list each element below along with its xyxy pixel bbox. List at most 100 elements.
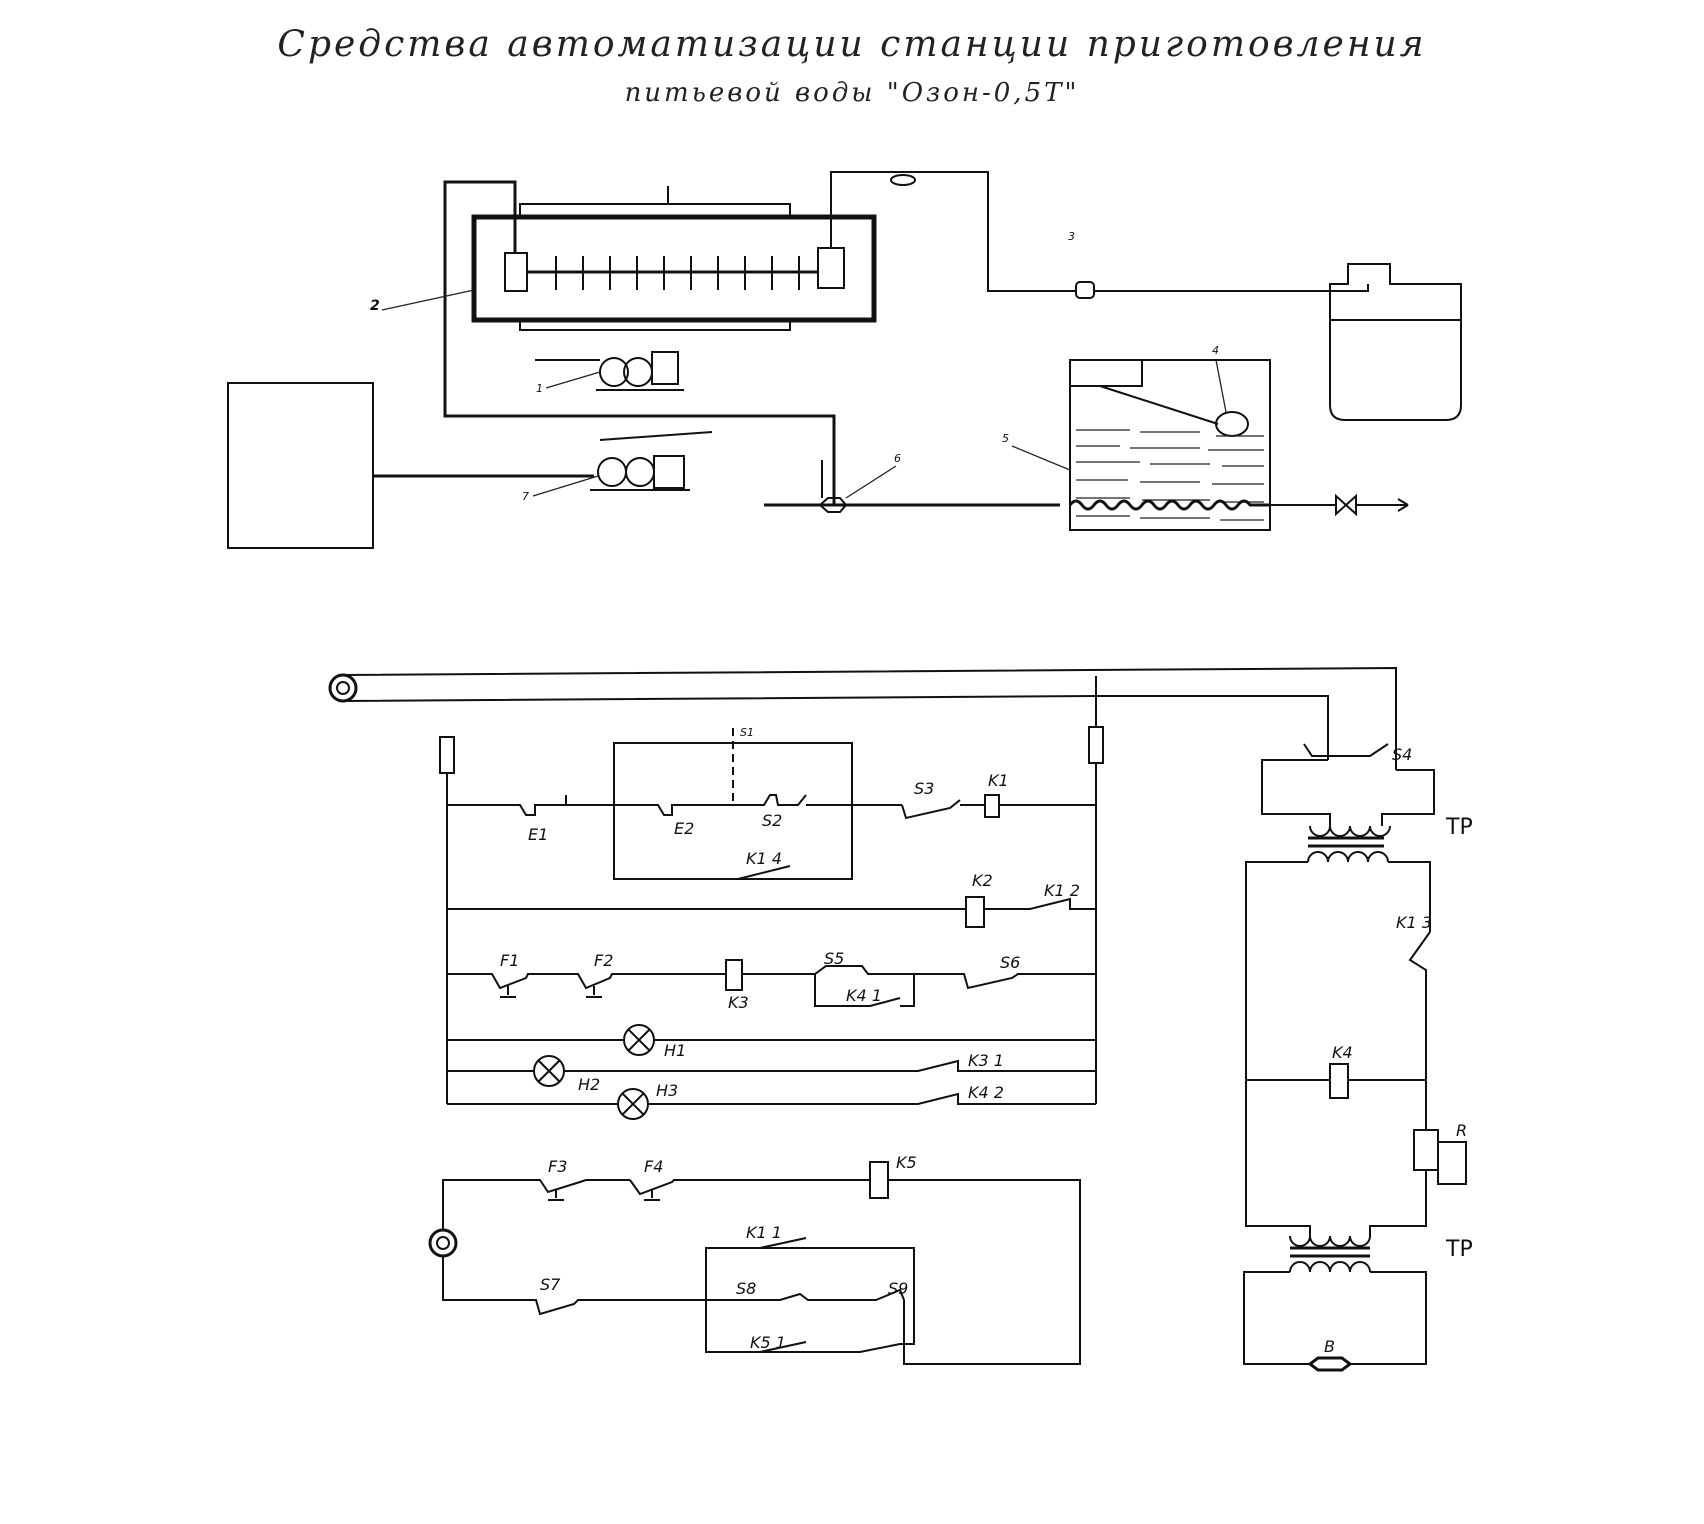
- label-s2: S2: [762, 811, 782, 830]
- label-k3: K3: [728, 993, 749, 1012]
- label-k14: K1 4: [746, 849, 782, 868]
- k5-return: [888, 1179, 1081, 1365]
- electrical-circuit: E1 E2 S2 S1 K1 4 S3 K1 K2 K1 2 F1 F2 K3 …: [328, 666, 1473, 1372]
- contact-k42: [648, 1092, 1096, 1105]
- button-s3: [901, 799, 961, 820]
- button-s2: [708, 794, 807, 806]
- relay-k1: [984, 794, 1000, 818]
- contact-e1: [447, 795, 567, 816]
- ejector-6: [818, 497, 848, 513]
- label-5: 5: [1002, 432, 1009, 445]
- heater-b: [1307, 1356, 1353, 1372]
- switch-s4: [1303, 743, 1389, 757]
- label-7: 7: [522, 490, 529, 503]
- float-4: [1215, 411, 1249, 437]
- label-h1: H1: [664, 1041, 686, 1060]
- label-k13: K1 3: [1396, 913, 1432, 932]
- label-tr2: TP: [1445, 1237, 1473, 1262]
- tr1-primary-coil: [1309, 825, 1391, 837]
- contact-f1: [447, 973, 550, 990]
- relay-k4-coil: [1329, 1063, 1349, 1099]
- label-f2: F2: [594, 951, 613, 970]
- tr1-primary-right: [1381, 769, 1435, 826]
- ozonator-housing: [471, 214, 877, 323]
- button-s6: [914, 973, 1096, 990]
- secondary-left-rail: [1245, 861, 1311, 1236]
- label-f3: F3: [548, 1157, 567, 1176]
- source-water-tank: [227, 382, 374, 549]
- label-s6: S6: [1000, 953, 1020, 972]
- power-bus-top: [342, 666, 1397, 770]
- relay-k3: [725, 959, 743, 991]
- contact-f2: [550, 973, 726, 990]
- label-1: 1: [536, 382, 543, 395]
- cooling-water-pipe: [443, 180, 836, 492]
- ozonator-left-head: [504, 252, 528, 292]
- label-k11: K1 1: [746, 1223, 782, 1242]
- label-h2: H2: [578, 1075, 600, 1094]
- ozonator-bottom-jacket: [519, 319, 791, 331]
- label-e1: E1: [528, 825, 548, 844]
- label-s3: S3: [914, 779, 934, 798]
- ozonator-right-head: [817, 247, 845, 289]
- label-h3: H3: [656, 1081, 678, 1100]
- label-k1: K1: [988, 771, 1009, 790]
- label-tr1: TP: [1445, 815, 1473, 840]
- label-f4: F4: [644, 1157, 663, 1176]
- process-scheme: 3 7 1 2 6: [227, 171, 1462, 549]
- contact-k14: [614, 865, 791, 880]
- contact-e2: [614, 804, 708, 816]
- label-k4: K4: [1332, 1043, 1353, 1062]
- outlet-arrow: [1397, 498, 1409, 512]
- pump-7: [590, 431, 713, 491]
- contact-k12: [984, 897, 1096, 910]
- button-s5: [742, 965, 914, 975]
- contact-f3: [442, 1179, 630, 1230]
- label-s1: S1: [740, 726, 754, 739]
- tr1-primary-left: [1261, 759, 1331, 826]
- ozone-gas-pipe: [830, 171, 1076, 292]
- tr2-primary-right: [1369, 1170, 1427, 1236]
- fuse-left: [439, 736, 455, 774]
- label-s5: S5: [824, 949, 844, 968]
- diffuser-pipe: [1068, 499, 1270, 511]
- label-3: 3: [1068, 230, 1075, 243]
- contact-k11: [706, 1237, 807, 1249]
- buttons-s8-s9: [706, 1288, 905, 1310]
- label-s9: S9: [888, 1279, 908, 1298]
- label-s8: S8: [736, 1279, 756, 1298]
- label-f1: F1: [500, 951, 519, 970]
- contact-k41: [814, 973, 915, 1007]
- title-line-2: питьевой воды "Озон-0,5Т": [624, 78, 1080, 108]
- resistor-r-bypass: [1437, 1141, 1467, 1185]
- ozonator-top-jacket: [519, 203, 791, 219]
- ozonator-discs: [555, 256, 800, 290]
- outlet-valve: [1335, 493, 1357, 517]
- block-s1: [613, 742, 853, 880]
- tr2-secondary-left: [1243, 1271, 1310, 1365]
- power-source-2: [428, 1228, 458, 1258]
- contact-tank: [1068, 359, 1271, 531]
- float-arm: [1099, 385, 1219, 425]
- button-s7: [442, 1256, 706, 1316]
- label-k51: K5 1: [750, 1333, 786, 1352]
- label-2: 2: [370, 298, 380, 314]
- ozone-gas-pipe-2: [1094, 284, 1369, 292]
- power-source-main: [328, 673, 358, 703]
- label-4: 4: [1212, 344, 1219, 357]
- power-bus-bottom: [342, 695, 1329, 760]
- label-e2: E2: [674, 819, 694, 838]
- contact-f4: [629, 1179, 870, 1196]
- label-k42: K4 2: [968, 1083, 1004, 1102]
- label-k12: K1 2: [1044, 881, 1080, 900]
- label-s4: S4: [1392, 745, 1412, 764]
- title-line-1: Средства автоматизации станции приготовл…: [277, 24, 1427, 65]
- label-6: 6: [894, 452, 901, 465]
- label-k31: K3 1: [968, 1051, 1004, 1070]
- contact-k31: [564, 1059, 1096, 1072]
- label-k41: K4 1: [846, 986, 882, 1005]
- gas-pipe-fitting: [890, 174, 916, 186]
- tr2-secondary-right: [1350, 1271, 1427, 1365]
- contact-k13: [1408, 931, 1431, 1080]
